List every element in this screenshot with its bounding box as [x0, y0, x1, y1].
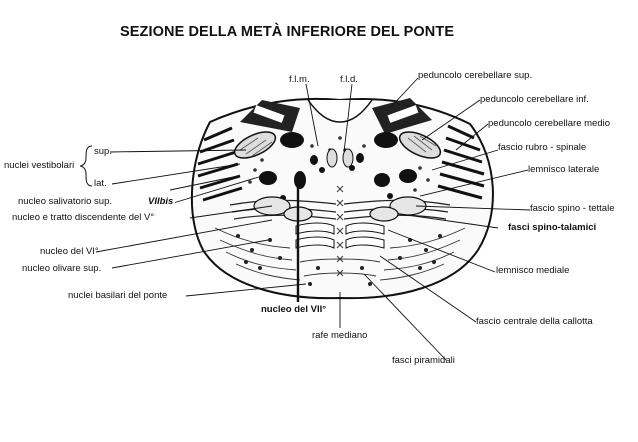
- fourth-ventricle: [307, 99, 373, 123]
- label-middle-cerebellar-peduncle: peduncolo cerebellare medio: [488, 118, 610, 129]
- label-basilar-nuclei: nuclei basilari del ponte: [68, 290, 168, 301]
- label-lateral-lemniscus: lemnisco laterale: [528, 164, 600, 175]
- vestibular-bracket: [79, 145, 93, 187]
- leader-lines: [95, 77, 531, 361]
- label-superior-olivary-nucleus: nucleo olivare sup.: [22, 263, 102, 274]
- mlf-right: [342, 148, 354, 168]
- label-spinal-trigeminal: nucleo e tratto discendente del V°: [12, 212, 155, 223]
- right-inferior-peduncle: [398, 131, 442, 159]
- label-median-raphe: rafe mediano: [312, 330, 368, 341]
- label-rubrospinal-tract: fascio rubro - spinale: [498, 142, 587, 153]
- label-medial-lemniscus: lemnisco mediale: [496, 265, 570, 276]
- left-inferior-peduncle: [233, 131, 277, 159]
- label-viibis: VIIbis: [146, 196, 176, 208]
- label-pyramidal-tracts: fasci piramidali: [392, 355, 455, 366]
- label-spinothalamic-tracts: fasci spino-talamici: [506, 222, 599, 234]
- label-flm: f.l.m.: [289, 74, 310, 85]
- page-title: SEZIONE DELLA METÀ INFERIORE DEL PONTE: [120, 24, 455, 40]
- label-facial-nucleus: nucleo del VII°: [259, 304, 329, 316]
- pontine-nuclei-dots: [236, 234, 442, 286]
- label-vestibular-nuclei: nuclei vestibolari: [4, 160, 75, 171]
- label-superior-cerebellar-peduncle: peduncolo cerebellare sup.: [418, 70, 533, 81]
- label-central-tegmental-tract: fascio centrale della callotta: [476, 316, 593, 327]
- label-fld: f.l.d.: [340, 74, 358, 85]
- label-abducens-nucleus: nucleo del VI°: [40, 246, 99, 257]
- label-inferior-cerebellar-peduncle: peduncolo cerebellare inf.: [480, 94, 589, 105]
- mlf-left: [326, 148, 338, 168]
- label-vestibular-lat: lat.: [94, 178, 107, 189]
- median-raphe: [336, 185, 344, 277]
- basilar-bands: [295, 222, 385, 249]
- label-spinotectal-tract: fascio spino - tettale: [530, 203, 615, 214]
- label-vestibular-sup: sup.: [94, 146, 112, 157]
- pons-outline: [190, 97, 494, 300]
- label-superior-salivatory-nucleus: nucleo salivatorio sup.: [18, 196, 112, 207]
- left-hatched-band: [197, 126, 243, 202]
- transverse-fibers: [214, 227, 466, 281]
